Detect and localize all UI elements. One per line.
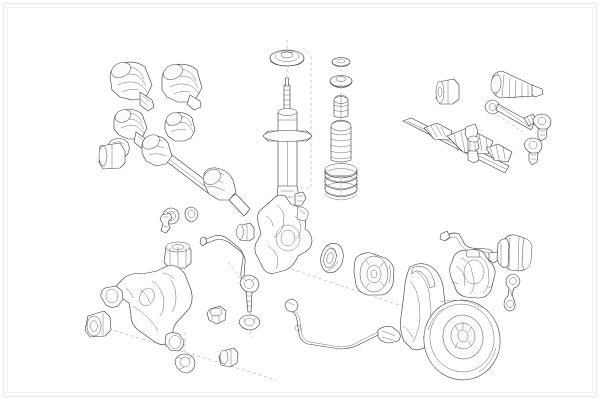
control-arm-rear-bushing-part	[163, 241, 192, 269]
strut-piston-rod-part	[283, 77, 291, 113]
lower-control-arm-part	[100, 264, 193, 352]
strut-top-mount-part	[269, 49, 305, 67]
brake-group	[400, 230, 533, 381]
spring-stack-group	[324, 57, 358, 201]
rack-mount-bushing-part	[435, 78, 460, 105]
abs-sensor-cable-part	[290, 310, 381, 350]
steering-rack-part	[402, 117, 513, 174]
brake-pad-pair-part	[496, 234, 533, 272]
inner-cv-joint-part	[141, 134, 173, 167]
anti-roll-bar-group	[199, 235, 261, 368]
steering-knuckle-part	[254, 194, 313, 274]
cv-boot-outer-large-part	[109, 61, 155, 112]
stabilizer-bushing-part	[98, 142, 126, 170]
cv-boot-inner-small-part	[164, 112, 196, 142]
brake-caliper-part	[449, 248, 496, 299]
caliper-guide-pin-part	[503, 273, 521, 312]
shaft-circlip-part	[236, 222, 255, 242]
drive-shaft-group	[141, 134, 255, 242]
wheel-hub-flange-part	[353, 252, 395, 296]
brake-hose-part	[439, 230, 500, 264]
upper-spring-seat-part	[329, 75, 353, 89]
brake-disc-vented-part	[423, 299, 501, 381]
steering-group	[402, 70, 552, 174]
cv-boot-inner-large-part	[161, 63, 203, 111]
ball-joint-part	[174, 353, 196, 374]
control-arm-group	[84, 206, 227, 374]
thrust-washer-part	[331, 57, 351, 67]
rack-bellows-boot-part	[490, 70, 544, 99]
abs-sensor-part	[284, 298, 401, 344]
drop-link-part	[239, 274, 260, 313]
dust-boot-part	[330, 119, 352, 163]
border-frame-inner	[7, 7, 593, 393]
ball-joint-nut-part	[206, 305, 227, 325]
coil-spring-part	[324, 163, 358, 201]
stabilizer-mount-bracket-part	[218, 347, 239, 368]
arm-bolt-washer-part	[184, 206, 199, 223]
control-arm-front-bushing-part	[84, 310, 112, 338]
tie-rod-end-spare-part	[523, 137, 543, 166]
anti-roll-bar-part	[199, 235, 250, 286]
arm-bracket-clip-part	[159, 212, 173, 234]
outer-cv-joint-part	[203, 167, 237, 201]
hub-knuckle-group	[254, 194, 401, 350]
bump-stop-part	[333, 94, 349, 119]
wheel-bearing-part	[320, 242, 344, 274]
outer-tie-rod-end-part	[532, 113, 552, 142]
border-frame-outer	[3, 3, 597, 397]
drop-link-nut-part	[238, 314, 261, 331]
